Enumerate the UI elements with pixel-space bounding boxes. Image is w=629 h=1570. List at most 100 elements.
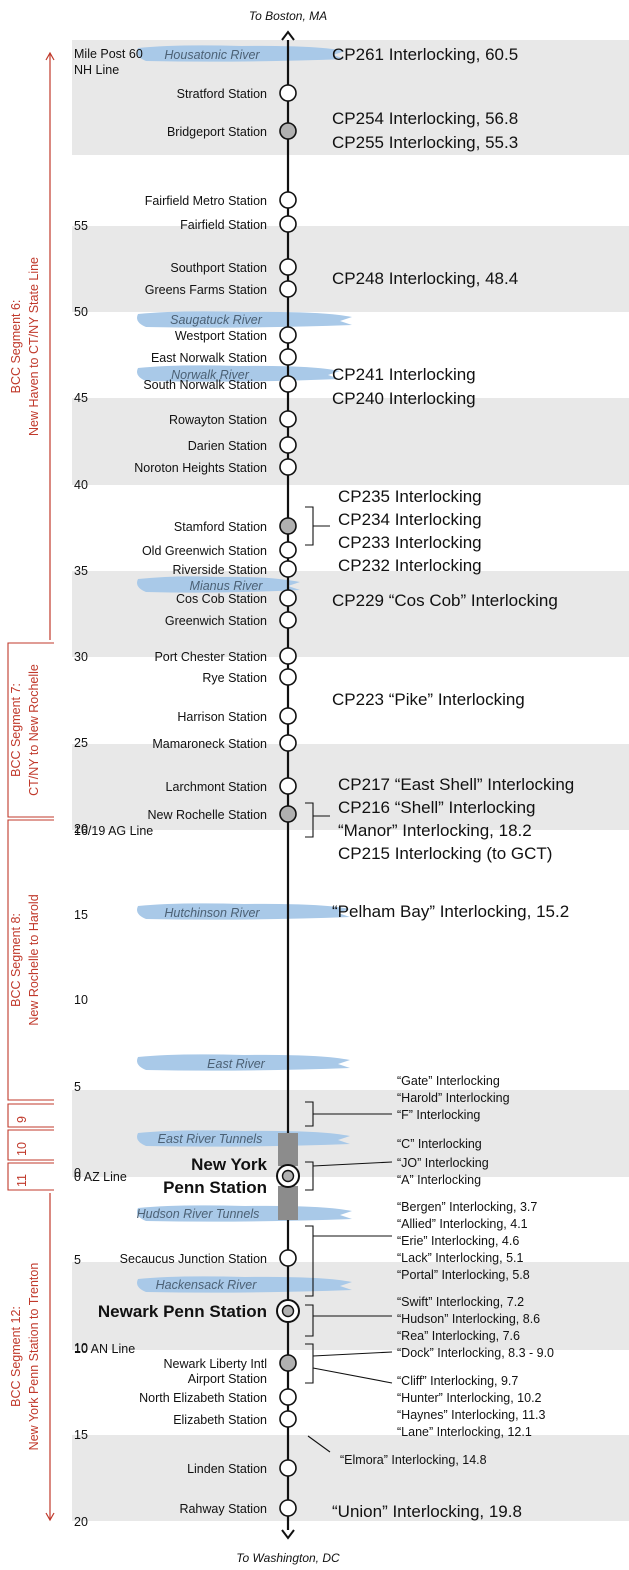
interlocking-label: “Union” Interlocking, 19.8 — [332, 1502, 522, 1521]
segment-label: BCC Segment 12: — [9, 1306, 23, 1407]
interlocking-label: CP215 Interlocking (to GCT) — [338, 844, 552, 863]
south-arrow — [281, 1529, 295, 1540]
line-note-ag-line: 16/19 AG Line — [74, 824, 153, 838]
interlocking-label: CP248 Interlocking, 48.4 — [332, 269, 518, 288]
south-direction-label: To Washington, DC — [236, 1551, 340, 1565]
station-circle — [279, 1459, 297, 1477]
mile-marker: 40 — [74, 478, 88, 492]
station-label: East Norwalk Station — [151, 351, 267, 365]
interlocking-label: CP235 Interlocking — [338, 487, 482, 506]
interlocking-label: CP261 Interlocking, 60.5 — [332, 45, 518, 64]
station-circle — [279, 280, 297, 298]
tunnel-block — [278, 1186, 298, 1220]
station-label: Stamford Station — [174, 520, 267, 534]
river-band — [137, 1205, 352, 1222]
connector-line — [305, 1225, 392, 1297]
mile-marker: 20 — [74, 1515, 88, 1529]
station-label: Newark Liberty Intl — [163, 1357, 267, 1371]
connector-line — [305, 506, 330, 546]
station-circle — [279, 84, 297, 102]
connector-line — [307, 1435, 331, 1453]
segment-bracket — [7, 1162, 54, 1191]
station-circle-hub-inner — [281, 1169, 295, 1183]
station-circle — [279, 436, 297, 454]
interlocking-label: “Cliff” Interlocking, 9.7 — [397, 1374, 518, 1388]
interlocking-label: “Elmora” Interlocking, 14.8 — [340, 1453, 487, 1467]
segment-sublabel: CT/NY to New Rochelle — [27, 664, 41, 796]
station-circle-hub-inner — [281, 1304, 295, 1318]
interlocking-label: “Harold” Interlocking — [397, 1091, 510, 1105]
segment-bracket — [7, 1129, 54, 1161]
line-note-an-line: 10 AN Line — [74, 1342, 135, 1356]
segment-arrow — [45, 51, 55, 61]
station-label: Airport Station — [188, 1372, 267, 1386]
station-circle-major — [279, 805, 297, 823]
interlocking-label: “Lane” Interlocking, 12.1 — [397, 1425, 532, 1439]
connector-line — [305, 1343, 393, 1384]
station-label: Riverside Station — [173, 563, 268, 577]
river-label: Hackensack River — [156, 1278, 258, 1292]
segment-label: BCC Segment 8: — [9, 913, 23, 1007]
station-circle — [279, 348, 297, 366]
segment-label: BCC Segment 6: — [9, 300, 23, 394]
station-circle-major — [279, 517, 297, 535]
interlocking-label: “Manor” Interlocking, 18.2 — [338, 821, 532, 840]
station-label: Stratford Station — [177, 87, 267, 101]
mile-marker: 35 — [74, 564, 88, 578]
connector-line — [305, 1101, 392, 1127]
segment-bracket — [7, 819, 54, 1101]
mile-marker: 55 — [74, 219, 88, 233]
river-band — [137, 576, 300, 593]
station-label: Harrison Station — [177, 710, 267, 724]
interlocking-label: “Haynes” Interlocking, 11.3 — [397, 1408, 545, 1422]
interlocking-label: “Allied” Interlocking, 4.1 — [397, 1217, 528, 1231]
river-label: Saugatuck River — [170, 313, 263, 327]
station-circle — [279, 1249, 297, 1267]
interlocking-label: “Gate” Interlocking — [397, 1074, 500, 1088]
connector-line — [312, 1367, 393, 1384]
river-band — [137, 1054, 350, 1071]
station-label: Bridgeport Station — [167, 125, 267, 139]
station-label: Cos Cob Station — [176, 592, 267, 606]
station-circle — [279, 541, 297, 559]
line-note-az-line: 0 AZ Line — [74, 1170, 127, 1184]
station-circle — [279, 611, 297, 629]
interlocking-label: CP234 Interlocking — [338, 510, 482, 529]
interlocking-label: CP232 Interlocking — [338, 556, 482, 575]
mile-marker: 10 — [74, 993, 88, 1007]
interlocking-label: CP229 “Cos Cob” Interlocking — [332, 591, 558, 610]
interlocking-label: CP240 Interlocking — [332, 389, 476, 408]
segment-sublabel: New Haven to CT/NY State Line — [27, 257, 41, 436]
station-label: Greens Farms Station — [145, 283, 267, 297]
interlocking-label: CP223 “Pike” Interlocking — [332, 690, 525, 709]
segment-label: 9 — [15, 1116, 29, 1123]
station-circle — [279, 1499, 297, 1517]
interlocking-label: CP233 Interlocking — [338, 533, 482, 552]
river-band — [137, 903, 350, 920]
mile-marker: 45 — [74, 391, 88, 405]
station-circle — [279, 258, 297, 276]
station-circle — [279, 589, 297, 607]
mile-marker: 15 — [74, 1428, 88, 1442]
station-label: Port Chester Station — [154, 650, 267, 664]
station-label: Mamaroneck Station — [152, 737, 267, 751]
station-label: Fairfield Metro Station — [145, 194, 267, 208]
mile-band — [72, 1262, 629, 1350]
interlocking-label: “Erie” Interlocking, 4.6 — [397, 1234, 519, 1248]
station-circle — [279, 410, 297, 428]
station-label: South Norwalk Station — [143, 378, 267, 392]
interlocking-label: “Pelham Bay” Interlocking, 15.2 — [332, 902, 569, 921]
mile-marker: 25 — [74, 736, 88, 750]
line-note-nh-line: NH Line — [74, 63, 119, 77]
interlocking-label: “Bergen” Interlocking, 3.7 — [397, 1200, 537, 1214]
segment-arrow — [45, 1512, 55, 1522]
connector-line — [305, 1304, 392, 1337]
segment-label: 11 — [15, 1174, 29, 1187]
station-circle-major — [279, 122, 297, 140]
station-label: Old Greenwich Station — [142, 544, 267, 558]
river-label: Hutchinson River — [164, 906, 260, 920]
station-circle-major — [279, 1354, 297, 1372]
interlocking-label: “F” Interlocking — [397, 1108, 480, 1122]
river-label: Norwalk River — [171, 368, 250, 382]
